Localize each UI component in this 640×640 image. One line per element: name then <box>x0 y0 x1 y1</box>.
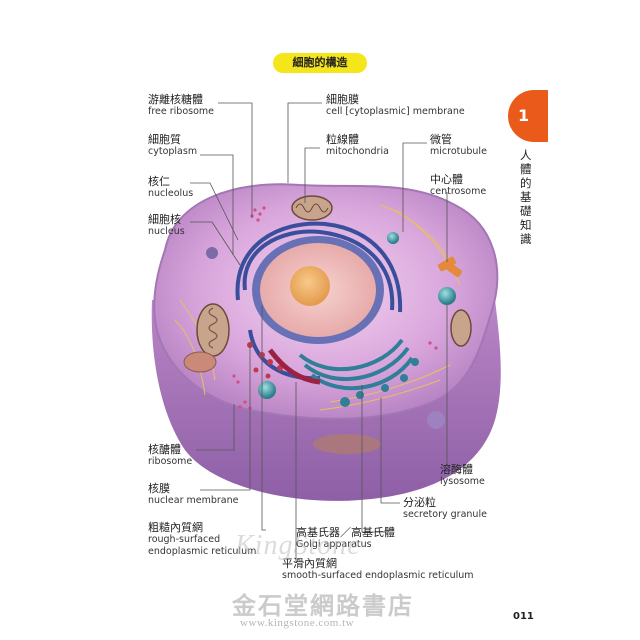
watermark-store-name: 金石堂網路書店 <box>232 591 414 620</box>
watermark-url: www.kingstone.com.tw <box>240 617 355 629</box>
label-zh: 細胞質 <box>148 133 181 146</box>
vesicle-small <box>206 247 218 259</box>
label-en: cell [cytoplasmic] membrane <box>326 106 465 117</box>
chapter-tab: 1 <box>508 90 548 142</box>
watermark-logo-text: KingStone <box>235 530 361 561</box>
label-zh: 核仁 <box>148 175 170 188</box>
vesicle-right <box>427 411 445 429</box>
label-en: secretory granule <box>403 509 487 520</box>
lysosome-left <box>258 381 276 399</box>
centrosome-shape <box>437 256 463 278</box>
mitochondrion-top <box>291 195 333 221</box>
chapter-title: 人體的基礎知識 <box>520 148 532 246</box>
label-centrosome: 中心體 centrosome <box>430 174 486 198</box>
label-en: nucleolus <box>148 188 194 199</box>
label-cytoplasm: 細胞質 cytoplasm <box>148 134 197 158</box>
label-nuclear-membrane: 核膜 nuclear membrane <box>148 483 238 507</box>
label-microtubule: 微管 microtubule <box>430 134 487 158</box>
label-en: smooth-surfaced endoplasmic reticulum <box>282 570 474 581</box>
label-mitochondria: 粒線體 mitochondria <box>326 134 389 158</box>
label-en: rough-surfaced <box>148 534 221 545</box>
vacuole-bottom <box>313 434 381 454</box>
diagram-title: 細胞的構造 <box>273 53 367 73</box>
leader-lines <box>190 102 448 563</box>
mitochondrion-right <box>450 309 472 347</box>
label-en: nuclear membrane <box>148 495 239 506</box>
label-zh: 溶酶體 <box>440 463 473 476</box>
label-en: free ribosome <box>148 106 214 117</box>
lysosome-right <box>438 287 456 305</box>
chapter-number: 1 <box>518 106 530 125</box>
label-zh: 粗糙內質網 <box>148 521 203 534</box>
label-zh: 細胞核 <box>148 213 181 226</box>
label-nucleus: 細胞核 nucleus <box>148 214 185 238</box>
label-secretory-granule: 分泌粒 secretory granule <box>403 497 487 521</box>
label-zh: 高基氏器／高基氏體 <box>296 526 395 539</box>
page-number: 011 <box>513 611 534 622</box>
nucleolus-shape <box>290 266 330 306</box>
label-nucleolus: 核仁 nucleolus <box>148 176 193 200</box>
label-zh: 中心體 <box>430 173 463 186</box>
label-golgi: 高基氏器／高基氏體 Golgi apparatus <box>296 527 395 551</box>
lysosome-top <box>387 232 399 244</box>
label-en: nucleus <box>148 226 185 237</box>
label-free-ribosome: 游離核糖體 free ribosome <box>148 94 214 118</box>
label-en: microtubule <box>430 146 487 157</box>
vacuole-shape <box>183 351 217 373</box>
label-en: centrosome <box>430 186 487 197</box>
label-zh: 微管 <box>430 133 452 146</box>
label-zh: 平滑內質網 <box>282 557 337 570</box>
free-ribosome-dots <box>232 206 438 410</box>
label-en: cytoplasm <box>148 146 198 157</box>
smooth-er <box>268 348 321 385</box>
label-lysosome: 溶酶體 lysosome <box>440 464 485 488</box>
label-zh: 分泌粒 <box>403 496 436 509</box>
label-en: endoplasmic reticulum <box>148 546 257 557</box>
label-zh: 細胞膜 <box>326 93 359 106</box>
mitochondrion-left <box>196 303 230 357</box>
label-zh: 核膜 <box>148 482 170 495</box>
golgi-apparatus <box>298 338 414 391</box>
label-zh: 游離核糖體 <box>148 93 203 106</box>
label-cell-membrane: 細胞膜 cell [cytoplasmic] membrane <box>326 94 465 118</box>
label-zh: 核醣體 <box>148 443 181 456</box>
label-smooth-er: 平滑內質網 smooth-surfaced endoplasmic reticu… <box>282 558 474 582</box>
label-rough-er: 粗糙內質網 rough-surfaced endoplasmic reticul… <box>148 522 256 558</box>
label-zh: 粒線體 <box>326 133 359 146</box>
label-en: ribosome <box>148 456 193 467</box>
label-en: mitochondria <box>326 146 389 157</box>
label-en: Golgi apparatus <box>296 539 372 550</box>
label-en: lysosome <box>440 476 485 487</box>
label-ribosome: 核醣體 ribosome <box>148 444 192 468</box>
